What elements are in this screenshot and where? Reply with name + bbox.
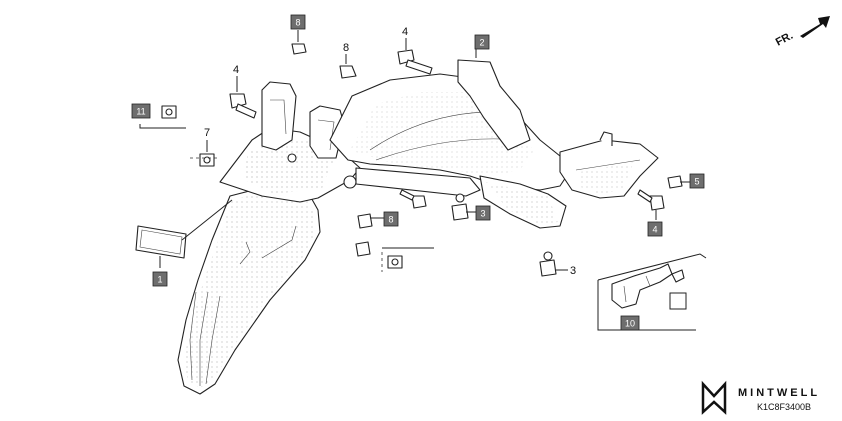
wire-clip-part [597,253,707,331]
bolt-top-left [229,76,257,119]
callout-box-5: 5 [689,173,705,189]
grommet-center [451,193,469,221]
svg-text:2: 2 [479,38,484,48]
clip-blank-box [669,292,687,310]
callout-box-8-top: 8 [290,14,306,30]
bolt-center-small [399,189,427,209]
callout-box-10: 10 [620,315,640,331]
nut-small-detail [387,255,403,269]
clip-top-center [339,54,357,79]
svg-text:10: 10 [625,319,635,329]
callout-box-8-center: 8 [383,211,399,227]
bolt-right [637,189,665,220]
callout-4-left: 4 [233,64,239,76]
svg-text:8: 8 [388,215,393,225]
clip-top-left [291,30,307,55]
nut-center [355,213,373,257]
svg-text:11: 11 [136,107,145,117]
front-direction-indicator: FR. [774,16,830,49]
rear-bracket-part [559,131,659,199]
callout-8-top-center: 8 [343,42,349,54]
svg-text:5: 5 [694,177,699,187]
diagram-code: K1C8F3400B [757,402,811,412]
nut-small-left [161,105,177,119]
callout-box-2: 2 [474,34,490,50]
nut-left [199,140,215,167]
inner-fender-part [329,59,573,229]
grommet-right [539,251,568,277]
svg-text:3: 3 [480,209,485,219]
reflector-part [135,199,233,268]
callout-box-1: 1 [152,271,168,287]
bolt-top-center [397,38,433,75]
rear-fender-part [177,177,321,395]
svg-text:1: 1 [157,275,162,285]
brand-name: MINTWELL [738,387,820,399]
fender-mount-bracket [219,81,361,203]
callout-box-3: 3 [475,205,491,221]
svg-text:4: 4 [652,225,657,235]
callout-box-11: 11 [131,103,151,119]
callout-4-top: 4 [402,26,408,38]
callout-7: 7 [204,127,210,139]
callout-3-right: 3 [570,265,576,277]
svg-text:8: 8 [295,18,300,28]
brand-logo-icon [701,380,727,415]
callout-box-4: 4 [647,221,663,237]
front-arrow-icon [800,16,830,38]
front-direction-label: FR. [774,30,795,49]
watermark: MINTWELL K1C8F3400B [701,380,820,415]
